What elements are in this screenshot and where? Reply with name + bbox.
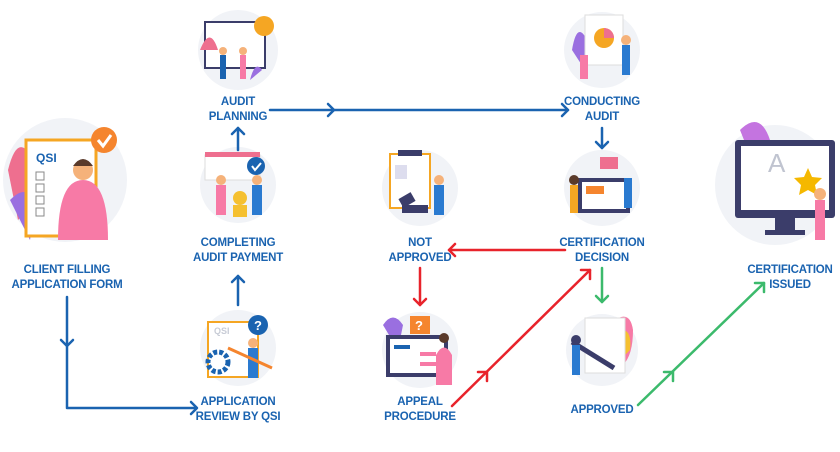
approved-illustration — [566, 314, 638, 386]
label-line: AUDIT — [584, 111, 620, 123]
svg-text:?: ? — [254, 318, 262, 333]
arrow-not-approved-to-appeal — [412, 266, 428, 307]
label-line: APPROVED — [570, 404, 634, 416]
label-line: NOT — [408, 237, 432, 249]
audit-planning-illustration — [198, 10, 278, 90]
arrow-client-to-review — [59, 295, 199, 416]
label-appeal-procedure: APPEAL PROCEDURE — [340, 395, 500, 425]
label-line: PLANNING — [208, 111, 268, 123]
arrow-planning-to-conducting — [268, 102, 570, 118]
label-completing-audit-payment: COMPLETING AUDIT PAYMENT — [158, 236, 318, 266]
label-client-filling-application-form: CLIENT FILLING APPLICATION FORM — [0, 263, 147, 293]
client-filling-illustration: QSI — [3, 118, 127, 242]
label-line: CLIENT FILLING — [23, 264, 111, 276]
label-line: CONDUCTING — [564, 96, 640, 108]
qsi-text: QSI — [214, 326, 230, 336]
gear-icon — [205, 349, 231, 375]
certification-decision-illustration — [564, 150, 640, 226]
arrow-conducting-to-decision — [594, 126, 610, 150]
checkmark-badge-icon — [91, 127, 117, 153]
label-line: APPROVED — [388, 252, 452, 264]
label-audit-planning: AUDIT PLANNING — [158, 95, 318, 125]
certification-issued-illustration: A — [715, 122, 835, 245]
star-icon — [794, 168, 822, 195]
label-application-review-by-qsi: APPLICATION REVIEW BY QSI — [158, 395, 318, 425]
label-line: AUDIT PAYMENT — [192, 252, 284, 264]
svg-text:?: ? — [415, 318, 423, 333]
appeal-procedure-illustration: ? — [382, 312, 458, 388]
checkmark-badge-icon — [247, 157, 265, 175]
qsi-text: QSI — [36, 151, 57, 165]
certificate-letter: A — [768, 148, 786, 178]
arrow-appeal-to-decision — [450, 268, 592, 408]
label-line: AUDIT — [220, 96, 256, 108]
label-certification-decision: CERTIFICATION DECISION — [522, 236, 682, 266]
arrow-approved-to-issued — [636, 281, 766, 407]
label-line: APPEAL — [397, 396, 443, 408]
arrow-decision-to-approved — [594, 266, 610, 304]
label-certification-issued: CERTIFICATION ISSUED — [710, 263, 840, 293]
label-line: CERTIFICATION — [747, 264, 833, 276]
label-line: CERTIFICATION — [559, 237, 645, 249]
label-line: ISSUED — [769, 279, 811, 291]
label-conducting-audit: CONDUCTING AUDIT — [522, 95, 682, 125]
completing-payment-illustration — [200, 147, 276, 223]
arrow-decision-to-not-approved — [447, 242, 567, 258]
conducting-audit-illustration — [564, 12, 640, 88]
label-line: PROCEDURE — [384, 411, 456, 423]
label-not-approved: NOT APPROVED — [340, 236, 500, 266]
not-approved-illustration — [382, 150, 458, 226]
label-line: APPLICATION FORM — [11, 279, 123, 291]
label-approved: APPROVED — [522, 403, 682, 418]
label-line: COMPLETING — [200, 237, 276, 249]
label-line: REVIEW BY QSI — [195, 411, 281, 423]
question-badge-icon — [248, 315, 268, 335]
application-review-illustration: QSI ? — [200, 310, 276, 386]
arrow-payment-to-planning — [230, 126, 246, 152]
label-line: APPLICATION — [200, 396, 276, 408]
label-line: DECISION — [575, 252, 629, 264]
arrow-review-to-payment — [230, 274, 246, 307]
question-badge-icon — [410, 316, 430, 334]
